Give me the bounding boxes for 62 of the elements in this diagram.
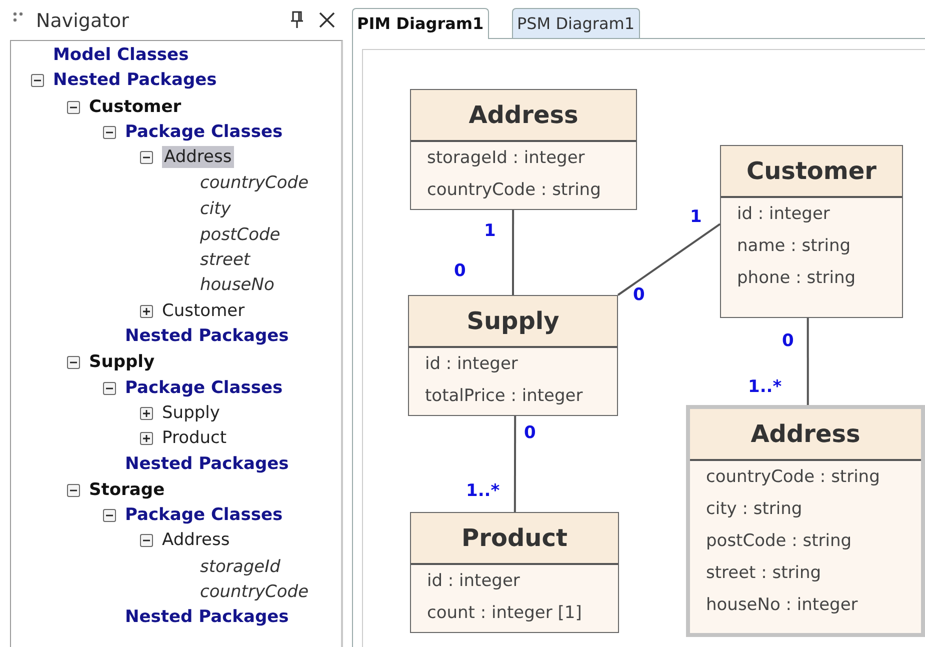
multiplicity-label: 0 [633,285,645,305]
association-line [617,223,721,296]
panel-title: Navigator [36,10,129,32]
class-name: Supply [409,296,617,348]
class-name: Customer [721,146,902,198]
tree-item: Product [162,427,227,449]
class-box [720,145,903,318]
tree-item: Storage [89,479,165,501]
tree-item: Package Classes [125,377,283,399]
association-line [512,210,514,295]
class-box [410,89,637,210]
attribute-text: id : integer [736,203,831,226]
tree-item: Package Classes [125,121,283,143]
tree-item: Supply [89,351,155,373]
multiplicity-label: 1 [690,207,702,227]
tree-item: city [200,198,231,220]
tree-item: Nested Packages [125,453,289,475]
multiplicity-label: 0 [454,261,466,281]
tree-item: Customer [162,300,245,322]
class-box [408,295,618,416]
tree-item: Address [162,529,230,551]
tree-item: countryCode [200,172,309,194]
tree-item: houseNo [200,274,274,296]
class-box [410,512,619,633]
tab: PSM Diagram1 [512,8,640,38]
attribute-text: city : string [705,498,804,521]
tab: PIM Diagram1 [352,8,489,39]
tree-item: Address [162,146,234,168]
multiplicity-label: 1..* [748,377,782,397]
tree-item: Customer [89,96,182,118]
tree-item: Model Classes [53,44,189,66]
attribute-text: postCode : string [705,530,853,553]
tree-item: storageId [200,556,280,578]
tree-item: Nested Packages [125,606,289,628]
attribute-text: countryCode : string [426,179,602,202]
multiplicity-label: 0 [782,331,794,351]
tree-item: countryCode [200,581,309,603]
attribute-text: name : string [736,235,852,258]
multiplicity-label: 1 [484,221,496,241]
tree-item: postCode [200,224,280,246]
tree-item: Nested Packages [125,325,289,347]
attribute-text: phone : string [736,267,857,290]
attribute-text: countryCode : string [705,466,881,489]
attribute-text: id : integer [424,353,519,376]
attribute-text: id : integer [426,570,521,593]
multiplicity-label: 1..* [466,481,500,501]
association-line [806,318,809,405]
tree-item: street [200,249,250,271]
class-box [686,405,925,637]
tree-item: Nested Packages [53,69,217,91]
association-line [514,416,516,512]
class-name: Address [411,90,636,142]
attribute-text: street : string [705,562,822,585]
multiplicity-label: 0 [524,423,536,443]
attribute-text: houseNo : integer [705,594,859,617]
attribute-text: storageId : integer [426,147,586,170]
class-name: Address [690,409,921,461]
attribute-text: totalPrice : integer [424,385,584,408]
tree-item: Supply [162,402,220,424]
attribute-text: count : integer [1] [426,602,583,625]
class-name: Product [411,513,618,565]
tree-item: Package Classes [125,504,283,526]
